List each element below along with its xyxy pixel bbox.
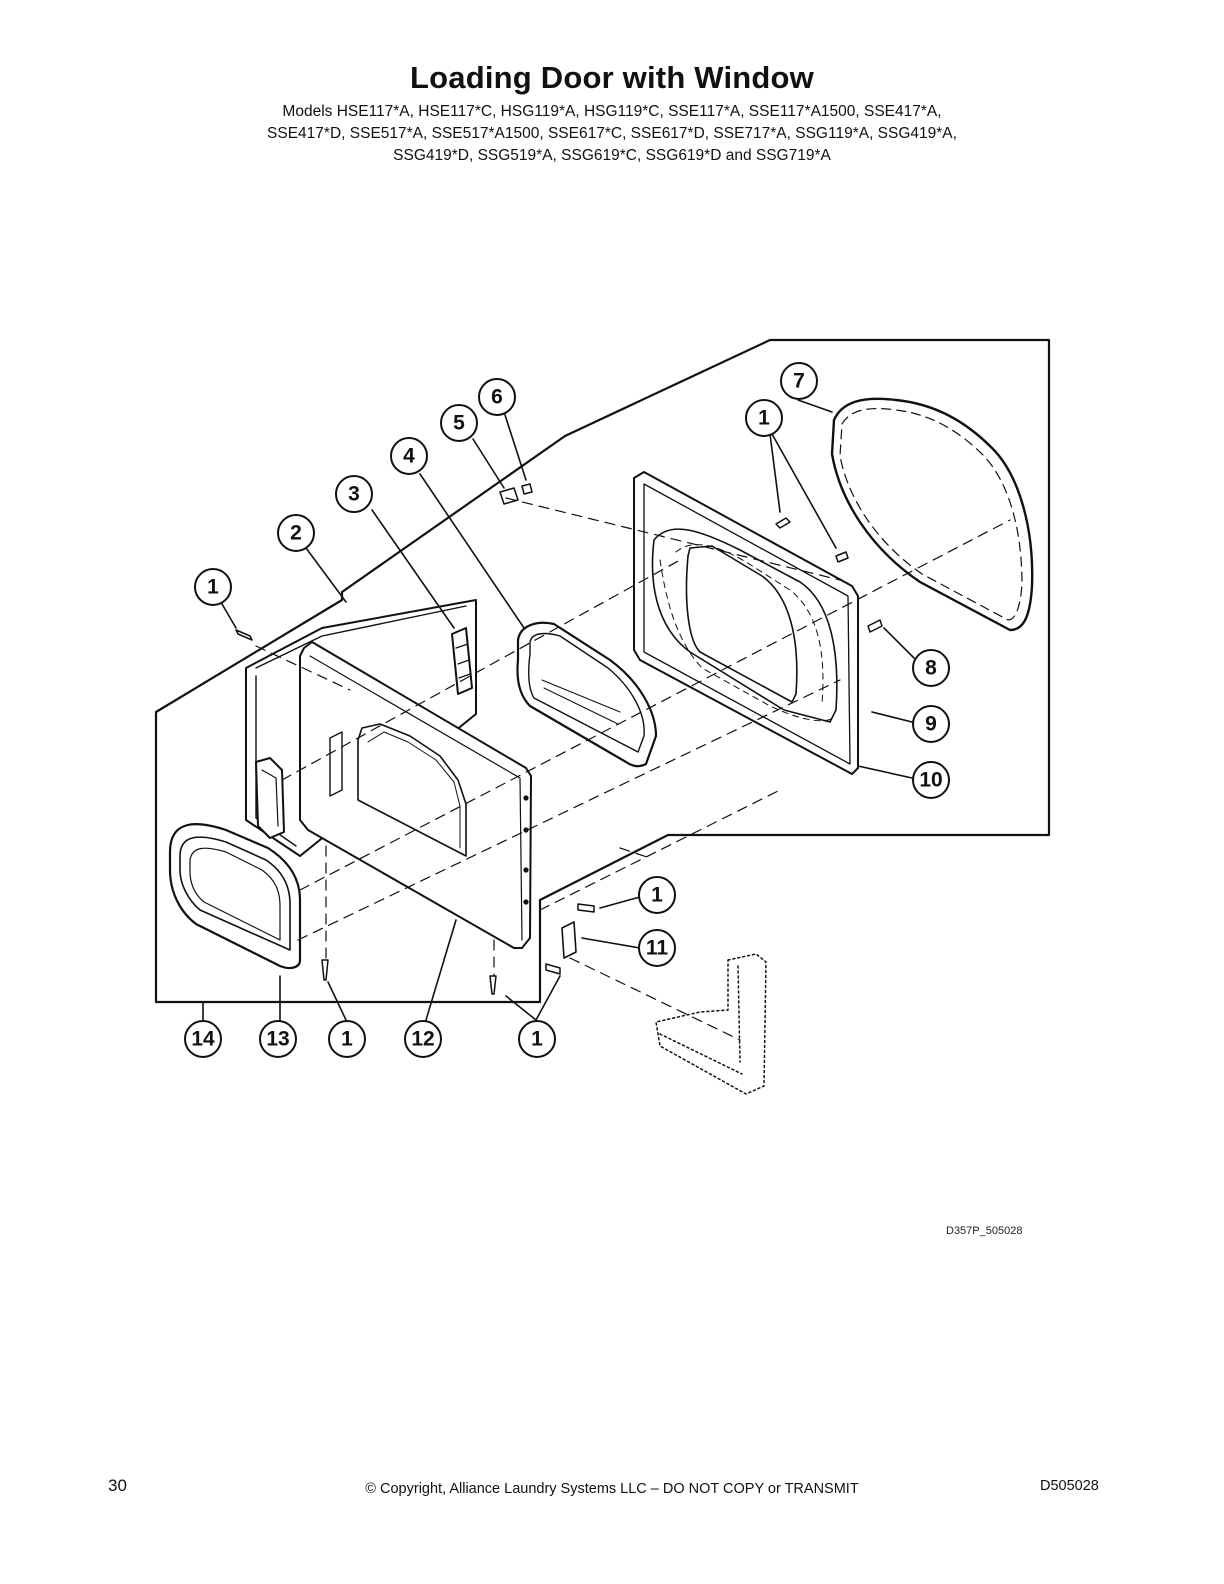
callout-10-label: 10 (919, 769, 942, 792)
callout-9: 9 (912, 705, 950, 743)
callout-2: 2 (277, 514, 315, 552)
hinge (561, 921, 577, 959)
document-number: D505028 (1040, 1478, 1099, 1494)
leader-lines (202, 399, 915, 1021)
callout-11: 11 (638, 929, 676, 967)
callout-1-bottom-left-label: 1 (341, 1028, 353, 1051)
window-glass (516, 621, 658, 768)
callout-1-left: 1 (194, 568, 232, 606)
model-line-2: SSE417*D, SSE517*A, SSE517*A1500, SSE617… (267, 125, 957, 142)
callout-10: 10 (912, 761, 950, 799)
callout-1-bottom-left: 1 (328, 1020, 366, 1058)
cabinet-corner (655, 953, 767, 1095)
callout-group: 7 6 5 1 4 3 2 1 8 9 10 1 11 14 13 1 12 1 (184, 362, 950, 1058)
callout-1-left-label: 1 (207, 576, 219, 599)
page-title: Loading Door with Window (409, 60, 814, 95)
latch-clips (499, 483, 533, 505)
callout-1-bottom-right-label: 1 (531, 1028, 543, 1051)
outer-door-panel (299, 641, 532, 949)
callout-1-bottom-right: 1 (518, 1020, 556, 1058)
screws (235, 517, 883, 995)
model-line-1: Models HSE117*A, HSE117*C, HSG119*A, HSG… (282, 103, 942, 120)
callout-4: 4 (390, 437, 428, 475)
callout-5: 5 (440, 404, 478, 442)
callout-4-label: 4 (403, 445, 415, 468)
callout-7-label: 7 (793, 370, 805, 393)
callout-5-label: 5 (453, 412, 465, 435)
page-number: 30 (108, 1476, 127, 1495)
callout-3: 3 (335, 475, 373, 513)
callout-6-label: 6 (491, 386, 503, 409)
model-line-3: SSG419*D, SSG519*A, SSG619*C, SSG619*D a… (393, 147, 831, 164)
callout-14: 14 (184, 1020, 222, 1058)
front-window-frame (168, 823, 302, 970)
door-gasket (830, 397, 1034, 632)
callout-1-top-label: 1 (758, 407, 770, 430)
callout-9-label: 9 (925, 713, 937, 736)
callout-1-hinge: 1 (638, 876, 676, 914)
figure-id: D357P_505028 (946, 1225, 1023, 1237)
callout-14-label: 14 (191, 1028, 215, 1051)
inner-door-frame (633, 471, 859, 775)
callout-8: 8 (912, 649, 950, 687)
callout-12: 12 (404, 1020, 442, 1058)
callout-1-top: 1 (745, 399, 783, 437)
callout-3-label: 3 (348, 483, 360, 506)
callout-8-label: 8 (925, 657, 937, 680)
copyright-notice: © Copyright, Alliance Laundry Systems LL… (365, 1481, 859, 1497)
callout-1-hinge-label: 1 (651, 884, 663, 907)
callout-13-label: 13 (266, 1028, 289, 1051)
callout-13: 13 (259, 1020, 297, 1058)
callout-12-label: 12 (411, 1028, 434, 1051)
model-list: Models HSE117*A, HSE117*C, HSG119*A, HSG… (150, 101, 1074, 167)
callout-6: 6 (478, 378, 516, 416)
callout-11-label: 11 (646, 937, 669, 960)
callout-7: 7 (780, 362, 818, 400)
assembly-outline (154, 338, 1051, 1004)
assembly-guide-lines (255, 497, 1011, 1041)
door-handle (255, 757, 285, 839)
callout-2-label: 2 (290, 522, 302, 545)
